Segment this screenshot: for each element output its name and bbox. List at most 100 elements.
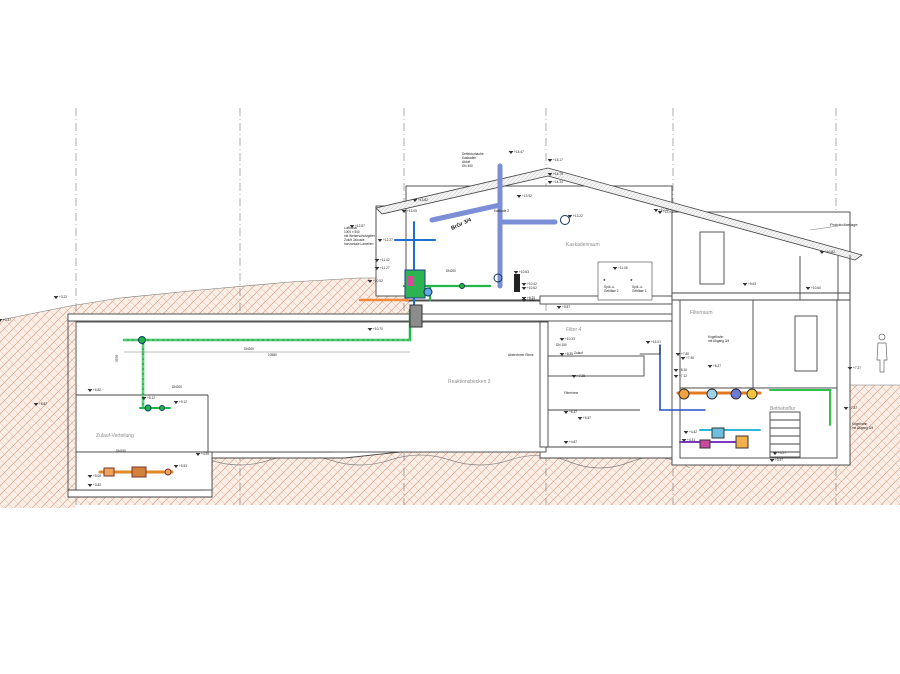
elevation-label: +9.12 xyxy=(179,400,187,404)
roof xyxy=(375,167,863,300)
elevation-label: +8.35 xyxy=(565,352,573,356)
svg-text:mit Abgang 3/4: mit Abgang 3/4 xyxy=(852,426,873,430)
elevation-label: +7.80 xyxy=(681,352,689,356)
elevation-triangle xyxy=(843,407,849,410)
elevation-marker: +9.52 xyxy=(521,298,535,302)
elevation-label: +14.34 xyxy=(553,180,563,184)
elevation-label: +11.27 xyxy=(380,266,390,270)
elevation-label: +10.30 xyxy=(659,208,669,212)
svg-text:DN 150: DN 150 xyxy=(556,343,567,347)
roof-slab xyxy=(375,167,863,261)
elevation-label: +6.47 xyxy=(569,410,577,414)
elevation-marker: +10.30 xyxy=(653,208,669,212)
svg-text:horizontale Lamellen: horizontale Lamellen xyxy=(344,242,374,246)
elevation-triangle xyxy=(412,199,418,202)
elevation-label: +10.63 xyxy=(519,270,529,274)
elevation-marker: +13.22 xyxy=(567,214,583,218)
elevation-marker: +6.57 xyxy=(577,416,591,420)
svg-text:DN200: DN200 xyxy=(244,347,254,351)
filter-trough xyxy=(547,355,645,377)
svg-text:Gebläse 1: Gebläse 1 xyxy=(632,289,647,293)
elevation-triangle xyxy=(521,283,527,286)
room-label: Reaktionsbecken 2 xyxy=(448,379,491,385)
svg-text:Protokollanlage: Protokollanlage xyxy=(830,222,858,227)
elevation-label: +4.31 xyxy=(687,438,695,442)
elevation-label: +10.82 xyxy=(825,250,835,254)
svg-text:Kugelhahn: Kugelhahn xyxy=(852,422,867,426)
elevation-marker: +8.12 xyxy=(141,396,155,400)
stairs-block xyxy=(769,411,801,458)
elevation-marker: +15.47 xyxy=(508,150,524,154)
elevation-triangle xyxy=(563,441,569,444)
elevation-marker: +10.33 xyxy=(559,337,575,341)
elevation-marker: +4.31 xyxy=(681,438,695,442)
elevation-marker: +10.62 xyxy=(521,286,537,290)
elevation-marker: +4.27 xyxy=(772,451,786,455)
elevation-label: +15.01 xyxy=(651,340,661,344)
pump-symbol xyxy=(103,467,115,477)
svg-text:mit Wetterschutzgitter: mit Wetterschutzgitter xyxy=(344,234,376,238)
elevation-triangle xyxy=(657,211,663,214)
elevation-marker: +12.87 xyxy=(349,224,365,228)
pump-symbol xyxy=(706,388,718,400)
elevation-triangle xyxy=(645,341,651,344)
elevation-triangle xyxy=(742,283,748,286)
ceiling-slab xyxy=(67,313,685,322)
ground-left-strip xyxy=(0,388,75,508)
elevation-triangle xyxy=(681,439,687,442)
elevation-marker: +7.90 xyxy=(680,356,694,360)
svg-text:Kaskade 2: Kaskade 2 xyxy=(494,209,509,213)
soil-left-edge xyxy=(0,320,10,390)
elevation-triangle xyxy=(805,287,811,290)
elevation-triangle xyxy=(680,357,686,360)
elevation-triangle xyxy=(0,319,3,322)
svg-text:Filterrinne: Filterrinne xyxy=(564,391,578,395)
svg-text:Gebläse 2: Gebläse 2 xyxy=(604,289,619,293)
equipment: ✚ ✚ xyxy=(103,215,888,478)
svg-text:10980: 10980 xyxy=(268,353,277,357)
elevation-triangle xyxy=(87,389,93,392)
elevation-label: +13.05 xyxy=(407,209,417,213)
valve-symbol xyxy=(493,273,503,283)
elevation-label: +7.87 xyxy=(849,406,857,410)
elevation-label: +5.53 xyxy=(179,464,187,468)
stairs xyxy=(770,419,800,453)
elevation-marker: +10.52 xyxy=(367,279,383,283)
door xyxy=(794,315,818,372)
svg-text:✚: ✚ xyxy=(603,278,606,282)
elevation-label: +8.10 xyxy=(679,368,687,372)
elevation-triangle xyxy=(53,296,59,299)
pump-symbol xyxy=(164,468,172,476)
elevation-marker: +7.87 xyxy=(843,406,857,410)
elevation-marker: +9.70 xyxy=(521,296,535,300)
elevation-marker: +14.34 xyxy=(547,180,563,184)
elevation-label: +10.70 xyxy=(373,327,383,331)
svg-text:DN 400: DN 400 xyxy=(462,164,473,168)
elevation-marker: +7.27 xyxy=(847,366,861,370)
elevation-label: +15.17 xyxy=(553,158,563,162)
elevation-label: +10.52 xyxy=(373,279,383,283)
svg-text:DN200: DN200 xyxy=(446,269,456,273)
elevation-label: +14.79 xyxy=(553,172,563,176)
elevation-label: +4.67 xyxy=(569,440,577,444)
elevation-marker: +9.63 xyxy=(742,282,756,286)
pump-symbol xyxy=(730,388,742,400)
elevation-marker: +3.82 xyxy=(87,483,101,487)
upper-door xyxy=(699,231,725,285)
elevation-marker: +7.80 xyxy=(675,352,689,356)
elevation-triangle xyxy=(367,280,373,283)
elevation-marker: +3.22 xyxy=(53,295,67,299)
pipe-filter-green xyxy=(769,389,831,426)
elevation-triangle xyxy=(683,431,689,434)
svg-text:Deflektorhaube: Deflektorhaube xyxy=(462,152,484,156)
elevation-triangle xyxy=(374,267,380,270)
elevation-label: +8.12 xyxy=(147,396,155,400)
elevation-triangle xyxy=(173,401,179,404)
elevation-marker: +11.05 xyxy=(612,266,628,270)
elevation-triangle xyxy=(547,173,553,176)
elevation-label: +9.70 xyxy=(527,296,535,300)
valve-symbol xyxy=(138,336,146,344)
elevation-marker: +13.91 xyxy=(657,210,673,214)
elevation-label: +7.90 xyxy=(686,356,694,360)
elevation-markers: +15.47+15.17+14.79+14.34+13.92+13.05+13.… xyxy=(0,150,861,487)
